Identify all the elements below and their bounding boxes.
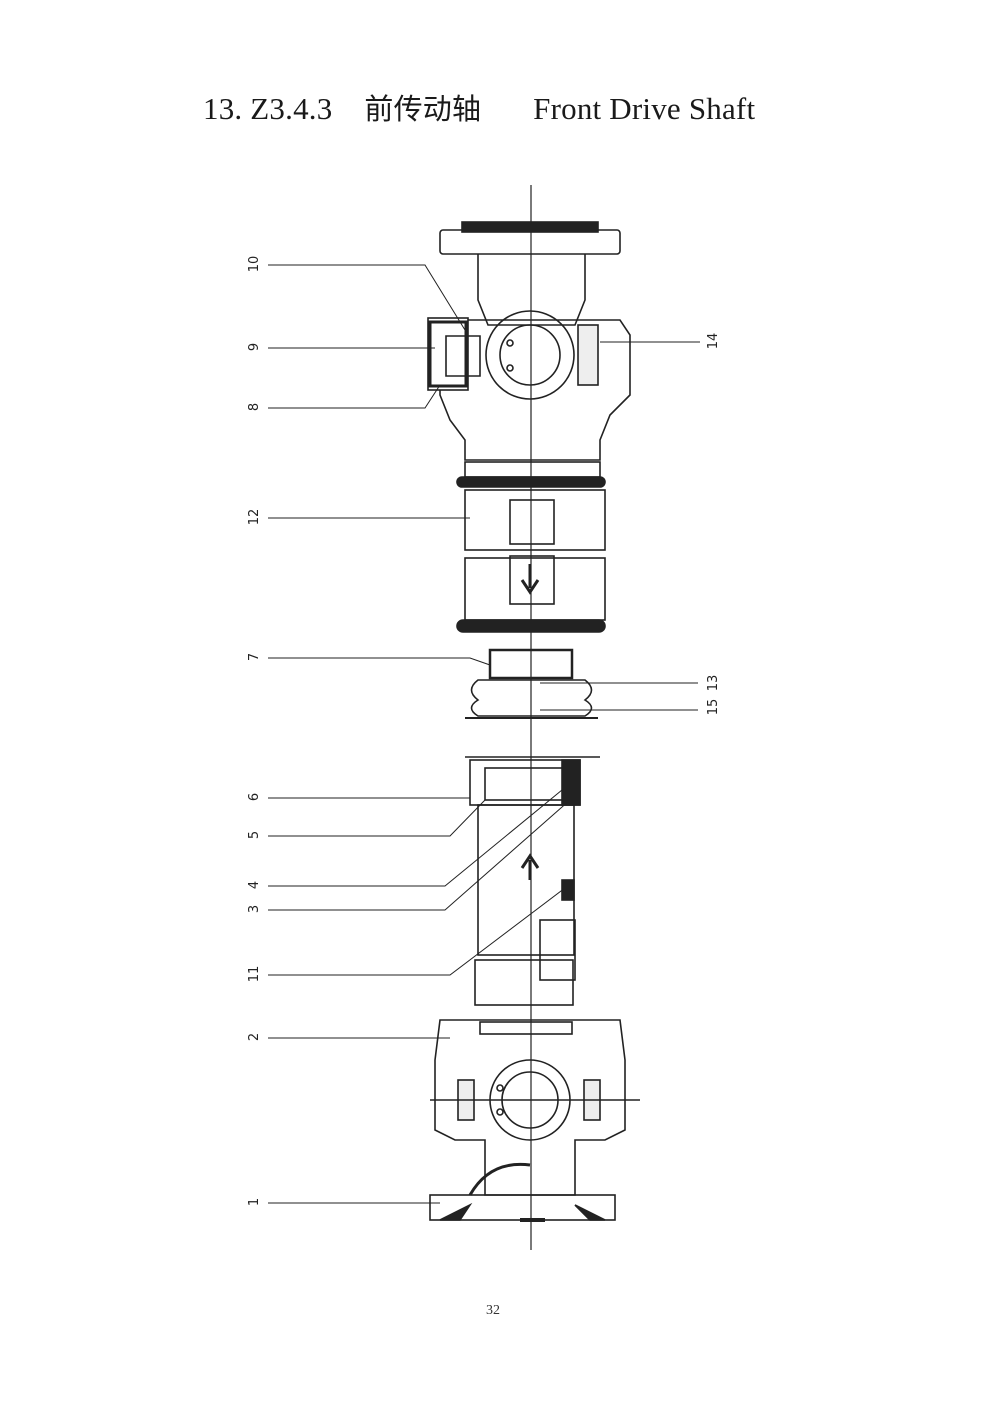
callout-9: 9 bbox=[247, 342, 262, 352]
callout-2: 2 bbox=[247, 1032, 262, 1042]
callout-6: 6 bbox=[247, 792, 262, 802]
callout-1: 1 bbox=[247, 1197, 262, 1207]
callout-13: 13 bbox=[706, 674, 721, 692]
callout-15: 15 bbox=[706, 698, 721, 716]
top-universal-joint bbox=[427, 310, 631, 461]
callout-3: 3 bbox=[247, 904, 262, 914]
callout-8: 8 bbox=[247, 402, 262, 412]
callout-7: 7 bbox=[247, 652, 262, 662]
title-english: Front Drive Shaft bbox=[533, 91, 756, 126]
callout-11: 11 bbox=[247, 965, 262, 983]
seal-ring-top bbox=[456, 476, 606, 488]
leader-lines bbox=[268, 264, 700, 1204]
top-flange bbox=[439, 221, 621, 326]
bottom-flange bbox=[429, 1162, 616, 1222]
title-chinese: 前传动轴 bbox=[364, 92, 482, 126]
bottom-universal-joint bbox=[430, 1019, 640, 1196]
dust-boot bbox=[465, 648, 598, 719]
section-number: 13. Z3.4.3 bbox=[203, 91, 333, 126]
callout-10: 10 bbox=[247, 255, 262, 273]
seal-ring-mid bbox=[456, 619, 606, 633]
page-number: 32 bbox=[486, 1303, 500, 1318]
callout-5: 5 bbox=[247, 830, 262, 840]
page-title: 13. Z3.4.3 前传动轴 Front Drive Shaft bbox=[203, 86, 755, 128]
callout-12: 12 bbox=[247, 508, 262, 526]
callout-4: 4 bbox=[247, 880, 262, 890]
balance-weight-section bbox=[464, 489, 606, 621]
callout-14: 14 bbox=[706, 332, 721, 350]
slip-joint bbox=[465, 756, 600, 1006]
